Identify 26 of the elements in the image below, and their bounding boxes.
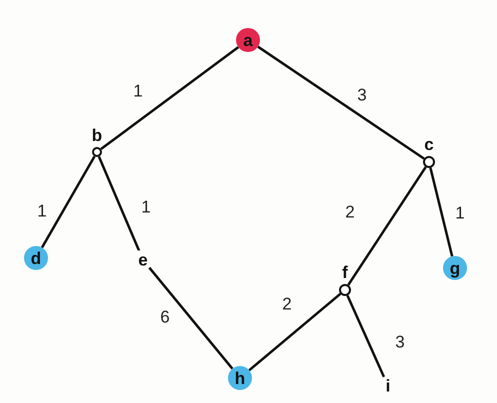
vertex-circle: h: [228, 366, 252, 390]
edge-label: 1: [455, 204, 465, 224]
tree-vertex: b: [87, 127, 107, 157]
edge-label: 1: [133, 82, 143, 102]
tree-edge: [148, 266, 234, 370]
vertex-circle: d: [24, 246, 48, 270]
tree-edge: [40, 156, 96, 248]
edge-label: 3: [395, 334, 405, 352]
tree-edge: [100, 46, 240, 150]
vertex-circle: a: [236, 28, 260, 52]
tree-edge: [248, 292, 342, 372]
tree-edge: [429, 168, 454, 257]
tree-edge: [98, 156, 140, 252]
tree-edge: [257, 46, 425, 160]
vertex-circle: g: [443, 256, 467, 280]
edge-label: 1: [37, 202, 47, 222]
edge-label: 6: [160, 308, 170, 328]
edge-label: 2: [345, 204, 355, 222]
vertex-label: e: [137, 250, 149, 270]
tree-vertex: c: [419, 136, 439, 168]
tree-edge: [347, 166, 427, 286]
tree-vertex: f: [335, 264, 355, 296]
edge-label: 1: [141, 198, 151, 218]
edge-label: 2: [282, 296, 292, 314]
tree-edge: [346, 294, 386, 378]
edge-label: 3: [357, 86, 367, 106]
